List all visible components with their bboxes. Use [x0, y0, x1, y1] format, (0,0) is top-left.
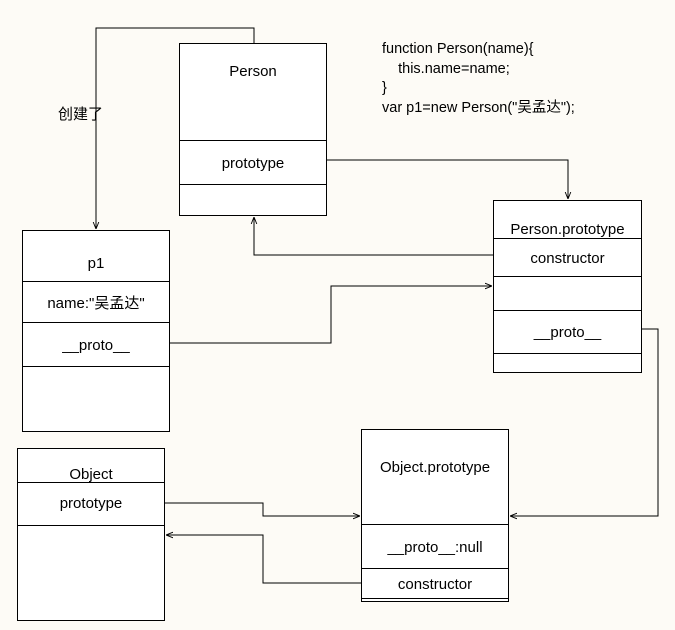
object-prototype-box: Object.prototype __proto__:null construc… [361, 429, 509, 602]
p1-box: p1 name:"吴孟达" __proto__ [22, 230, 170, 432]
object-box: Object prototype [17, 448, 165, 621]
person-box: Person prototype [179, 43, 327, 216]
code-line: } [382, 80, 387, 96]
person-prototype-title: Person.prototype [510, 221, 625, 238]
p1-empty-cell [23, 366, 169, 432]
code-snippet: function Person(name){ this.name=name;} v… [382, 40, 575, 118]
code-line: var p1=new Person("吴孟达"); [382, 99, 575, 116]
code-line: this.name=name; [382, 60, 510, 77]
object-prototype-arrow [165, 502, 360, 516]
p1-proto-cell: __proto__ [23, 322, 169, 367]
p1-name-cell: name:"吴孟达" [23, 281, 169, 323]
person-prototype-empty-cell-2 [494, 353, 641, 373]
p1-title: p1 [87, 254, 105, 272]
object-prototype-bottom-rule [362, 598, 508, 602]
object-title: Object [69, 466, 113, 483]
person-prototype-constructor-cell: constructor [494, 238, 641, 277]
person-prototype-box: Person.prototype constructor __proto__ [493, 200, 642, 373]
object-prototype-constructor-cell: constructor [362, 568, 508, 599]
person-prototype-proto-cell: __proto__ [494, 310, 641, 354]
code-line: function Person(name){ [382, 41, 534, 57]
person-empty-cell [180, 184, 326, 216]
person-title: Person [229, 63, 277, 80]
created-arrow [96, 27, 255, 229]
person-prototype-cell: prototype [180, 140, 326, 185]
object-prototype-title: Object.prototype [379, 459, 491, 476]
created-edge-label: 创建了 [58, 105, 104, 123]
object-constructor-arrow [166, 535, 361, 584]
object-prototype-proto-cell: __proto__:null [362, 524, 508, 569]
object-prototype-cell: prototype [18, 482, 164, 525]
prototype-to-person-prototype-arrow [327, 159, 568, 199]
person-prototype-empty-cell [494, 276, 641, 311]
person-prototype-proto-arrow [510, 328, 659, 516]
object-empty-cell [18, 525, 164, 620]
constructor-to-person-arrow [254, 217, 493, 256]
p1-proto-arrow [170, 286, 492, 344]
